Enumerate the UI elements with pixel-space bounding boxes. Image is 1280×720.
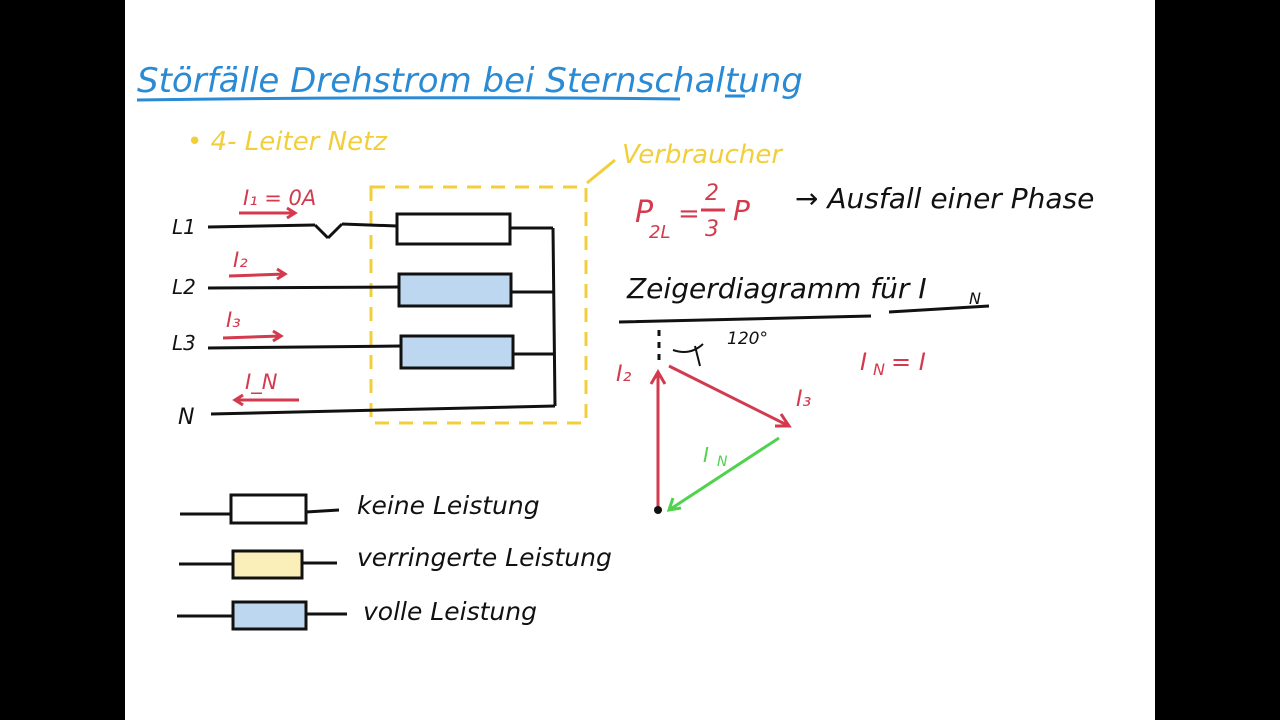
- legend-item-none: keine Leistung: [180, 491, 540, 525]
- formula-denominator: 3: [705, 217, 719, 242]
- line-label-l2: L2: [172, 275, 196, 299]
- angle-label: 120°: [727, 329, 768, 349]
- load-l1: [395, 212, 512, 246]
- open-switch: [313, 223, 330, 240]
- line-label-n: N: [178, 405, 194, 430]
- consumer-label: Verbraucher: [622, 140, 784, 170]
- legend-label-none: keine Leistung: [357, 491, 540, 520]
- phasor-eq-sub: N: [873, 360, 885, 379]
- load-l2: [397, 272, 513, 308]
- consumer-pointer: [586, 158, 616, 185]
- phasor-i3: [668, 364, 792, 428]
- consumer-box: [369, 185, 588, 425]
- phasor-i2: [649, 369, 667, 510]
- phasor-in-label: I: [703, 443, 709, 467]
- whiteboard: Störfälle Drehstrom bei Sternschaltung •…: [125, 0, 1155, 720]
- wire-l3: [207, 344, 402, 350]
- formula-numerator: 2: [705, 181, 719, 206]
- current-i2-label: I₂: [233, 248, 248, 272]
- title: Störfälle Drehstrom bei Sternschaltung: [137, 61, 803, 101]
- phasor-i2-label: I₂: [616, 362, 631, 387]
- formula-note: → Ausfall einer Phase: [795, 182, 1094, 215]
- current-in-label: I_N: [245, 370, 278, 395]
- current-i1-arrow: [239, 206, 298, 220]
- phasor-heading-sub: N: [969, 289, 981, 308]
- wire-n: [210, 404, 556, 416]
- formula-lhs-sub: 2L: [649, 222, 670, 243]
- subtitle: • 4- Leiter Netz: [187, 127, 388, 157]
- diagram-svg: Störfälle Drehstrom bei Sternschaltung •…: [136, 61, 1094, 631]
- phasor-eq-lhs: I: [860, 348, 867, 376]
- phasor-heading-underline: [618, 304, 990, 324]
- formula-rhs: P: [733, 194, 750, 227]
- angle-tick: [694, 345, 701, 367]
- phasor-eq-rhs: = I: [891, 348, 926, 376]
- phasor-i3-label: I₃: [796, 387, 811, 412]
- current-in-arrow: [232, 393, 299, 407]
- phasor-origin: [654, 506, 662, 514]
- wire-l2: [207, 285, 400, 290]
- phasor-in-label-sub: N: [717, 454, 728, 470]
- legend-swatch-full: [231, 600, 308, 631]
- current-i3-arrow: [222, 329, 284, 343]
- load-l3: [399, 334, 515, 370]
- line-label-l1: L1: [172, 215, 196, 239]
- current-i2-arrow: [228, 267, 288, 281]
- line-label-l3: L3: [172, 331, 196, 355]
- phasor-in: [666, 436, 780, 512]
- legend-swatch-reduced: [231, 549, 304, 580]
- wire-l1-right: [341, 222, 398, 228]
- wire-l1: [207, 223, 316, 229]
- formula-lhs: P: [635, 195, 654, 230]
- current-i3-label: I₃: [226, 308, 241, 332]
- current-i1-label: I₁ = 0A: [243, 186, 316, 210]
- switch-contact: [326, 222, 344, 240]
- title-underline: [136, 96, 681, 102]
- legend-item-full: volle Leistung: [177, 597, 537, 631]
- legend-item-reduced: verringerte Leistung: [179, 543, 612, 580]
- angle-arc: [672, 343, 704, 353]
- legend-label-full: volle Leistung: [363, 597, 537, 626]
- legend-label-reduced: verringerte Leistung: [357, 543, 612, 572]
- phasor-heading: Zeigerdiagramm für I: [626, 272, 927, 305]
- legend-swatch-none: [229, 493, 308, 525]
- formula-equals: =: [678, 199, 700, 229]
- star-bus: [551, 227, 557, 407]
